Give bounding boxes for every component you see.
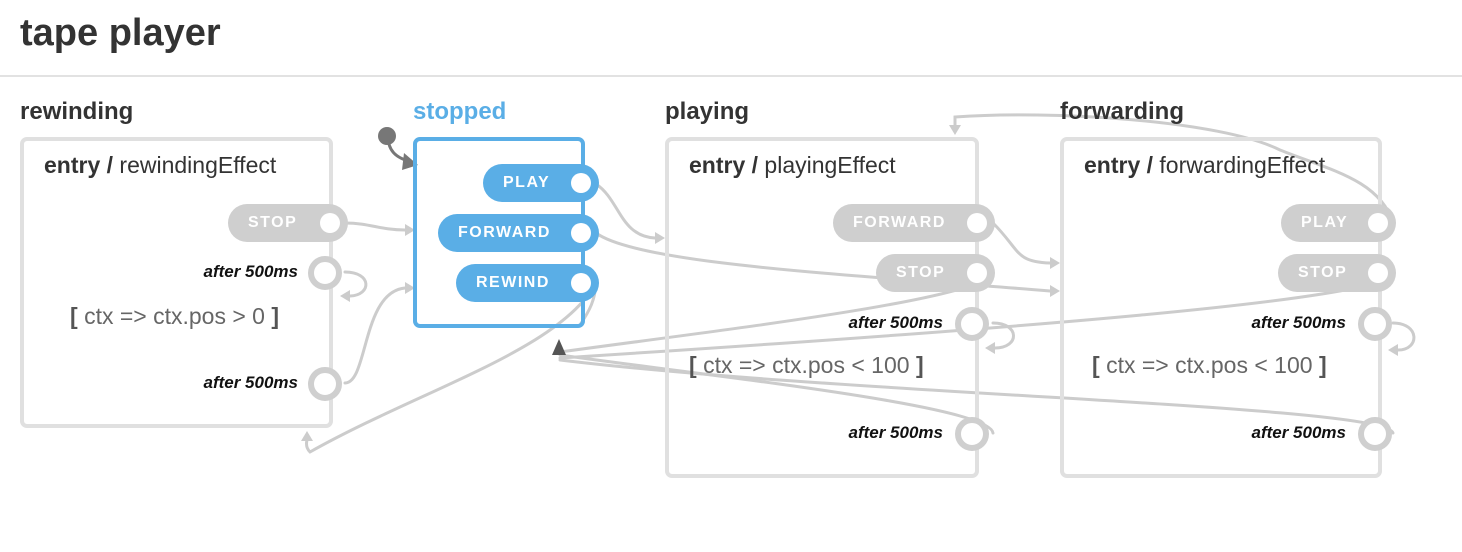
entry-action-rewinding: entry / rewindingEffect — [44, 152, 276, 179]
edge-forwarding-delay-to-stopped — [558, 358, 1395, 435]
delay-transition-label: after 500ms — [848, 313, 943, 332]
delay-transition-label: after 500ms — [1251, 423, 1346, 442]
arrowhead — [405, 282, 415, 294]
edge-rewinding-delay-to-stopped — [343, 286, 407, 385]
arrowhead — [1050, 257, 1060, 269]
event-button-play[interactable]: PLAY — [483, 164, 599, 202]
event-port — [571, 223, 591, 243]
delay-port[interactable] — [308, 256, 342, 290]
delay-transition-label: after 500ms — [203, 262, 298, 281]
arrowhead — [1388, 344, 1398, 356]
event-port — [967, 213, 987, 233]
edge-stopped-play-to-playing — [594, 182, 657, 240]
delay-port[interactable] — [955, 417, 989, 451]
event-button-stop[interactable]: STOP — [876, 254, 995, 292]
event-button-play[interactable]: PLAY — [1281, 204, 1396, 242]
event-button-forward[interactable]: FORWARD — [438, 214, 599, 252]
entry-action-forwarding: entry / forwardingEffect — [1084, 152, 1325, 179]
arrowhead — [301, 431, 313, 441]
delay-port[interactable] — [308, 367, 342, 401]
guard-condition-playing: [ ctx => ctx.pos < 100 ] — [689, 352, 924, 378]
edge-stopped-rewind-to-rewinding — [304, 281, 598, 454]
event-port — [1368, 213, 1388, 233]
delay-transition-label: after 500ms — [1251, 313, 1346, 332]
event-button-forward[interactable]: FORWARD — [833, 204, 995, 242]
page-title: tape player — [20, 12, 221, 54]
event-label: FORWARD — [458, 224, 551, 241]
arrowhead — [985, 342, 995, 354]
arrowhead — [655, 232, 665, 244]
entry-action-playing: entry / playingEffect — [689, 152, 896, 179]
event-port — [1368, 263, 1388, 283]
delay-port[interactable] — [1358, 307, 1392, 341]
event-label: FORWARD — [853, 214, 946, 231]
delay-port[interactable] — [955, 307, 989, 341]
arrowhead — [949, 125, 961, 135]
edge-playing-forward-to-forwarding — [991, 221, 1052, 265]
edge-rewinding-stop-to-stopped — [343, 221, 407, 232]
event-button-stop[interactable]: STOP — [228, 204, 348, 242]
event-port — [320, 213, 340, 233]
entry-action-label: rewindingEffect — [119, 152, 277, 178]
initial-state-marker — [378, 127, 418, 170]
event-label: STOP — [1298, 264, 1348, 281]
arrowhead — [340, 290, 350, 302]
entry-keyword: entry / — [689, 152, 759, 178]
entry-action-label: forwardingEffect — [1159, 152, 1326, 178]
event-label: REWIND — [476, 274, 550, 291]
guard-condition-forwarding: [ ctx => ctx.pos < 100 ] — [1092, 352, 1327, 378]
event-port — [571, 173, 591, 193]
guard-text: ctx => ctx.pos > 0 — [84, 303, 265, 329]
state-label-rewinding: rewinding — [20, 98, 134, 125]
guard-text: ctx => ctx.pos < 100 — [1106, 352, 1313, 378]
title-divider — [0, 75, 1462, 77]
arrowhead — [1050, 285, 1060, 297]
event-label: STOP — [248, 214, 298, 231]
delay-port[interactable] — [1358, 417, 1392, 451]
event-label: STOP — [896, 264, 946, 281]
entry-keyword: entry / — [44, 152, 114, 178]
event-label: PLAY — [503, 174, 551, 191]
guard-text: ctx => ctx.pos < 100 — [703, 352, 910, 378]
guard-condition-rewinding: [ ctx => ctx.pos > 0 ] — [70, 303, 280, 329]
event-button-rewind[interactable]: REWIND — [456, 264, 599, 302]
entry-keyword: entry / — [1084, 152, 1154, 178]
arrowhead — [405, 224, 415, 236]
entry-action-label: playingEffect — [764, 152, 896, 178]
event-label: PLAY — [1301, 214, 1349, 231]
state-label-playing: playing — [665, 98, 750, 125]
edge-forwarding-delay-self — [1391, 321, 1416, 352]
event-port — [571, 273, 591, 293]
event-port — [967, 263, 987, 283]
edge-playing-delay-self — [991, 321, 1015, 350]
edge-rewinding-delay-self — [343, 270, 368, 298]
arrowhead — [552, 339, 566, 355]
event-button-stop[interactable]: STOP — [1278, 254, 1396, 292]
state-label-stopped: stopped — [413, 98, 507, 125]
delay-transition-label: after 500ms — [848, 423, 943, 442]
delay-transition-label: after 500ms — [203, 373, 298, 392]
state-label-forwarding: forwarding — [1060, 98, 1184, 125]
